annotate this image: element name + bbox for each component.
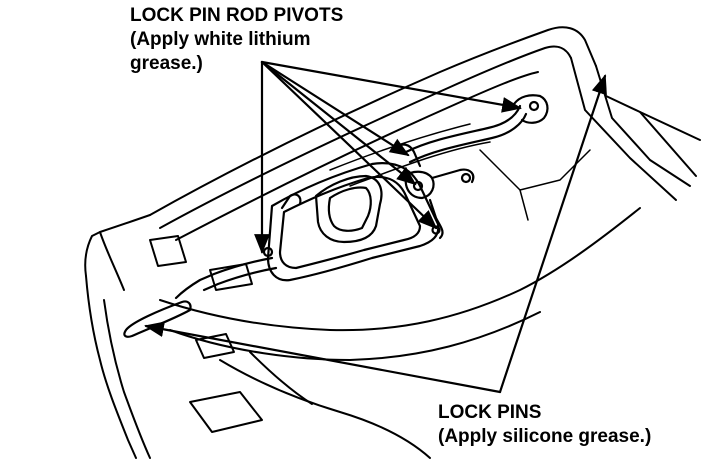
pivot-bracket-right	[512, 94, 549, 124]
lock-pin-rods	[123, 94, 549, 338]
pivots-instruction-line2: grease.)	[130, 53, 203, 74]
latch-release-block	[314, 174, 383, 244]
lock-pin-left	[123, 300, 192, 338]
lock-pins-label: LOCK PINS (Apply silicone grease.)	[438, 401, 651, 449]
latch-housing	[266, 162, 440, 282]
pins-title: LOCK PINS	[438, 402, 542, 423]
pivots-instruction-line1: (Apply white lithium	[130, 29, 311, 50]
pivot-leader-arrows	[254, 60, 522, 254]
pins-instruction: (Apply silicone grease.)	[438, 426, 652, 447]
lock-pin-leader-arrows	[144, 74, 607, 394]
lock-pin-rod-pivots-label: LOCK PIN ROD PIVOTS (Apply white lithium…	[130, 4, 343, 76]
pivots-title: LOCK PIN ROD PIVOTS	[130, 5, 344, 26]
seat-shell	[84, 26, 701, 459]
